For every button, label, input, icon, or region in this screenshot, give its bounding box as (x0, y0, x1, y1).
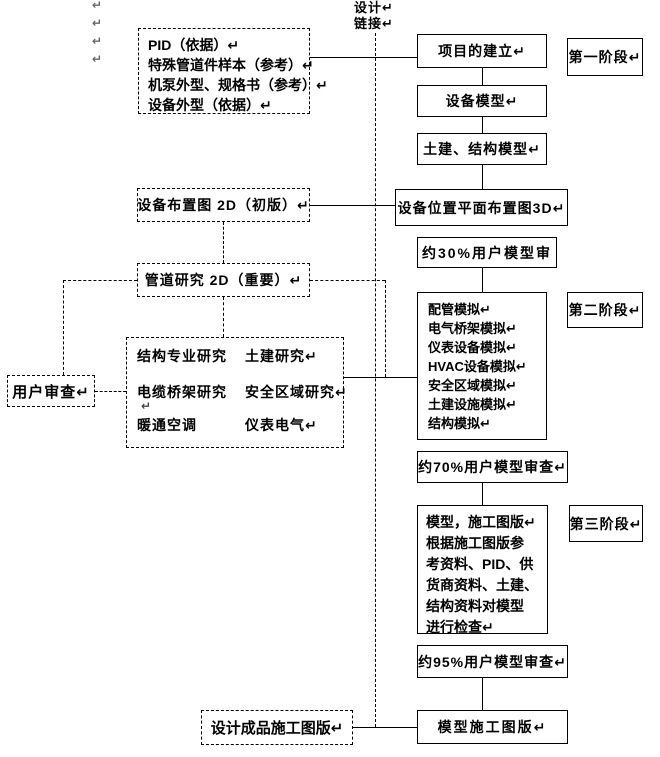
design-product-box: 设计成品施工图版↵ (201, 710, 353, 745)
review-30-label: 约30%用户模型审 (421, 244, 553, 261)
check-line-6: 进行检查↵ (426, 619, 494, 635)
piping-study-2d-label: 管道研究 2D（重要）↵ (144, 272, 303, 288)
connector-user-review-to-studies (95, 391, 126, 392)
check-line-2: 根据施工图版参 (426, 535, 524, 551)
study-civil-label: 土建研究↵ (245, 348, 318, 364)
stage-2-label: 第二阶段↵ (568, 302, 642, 318)
equip-layout-2d-label: 设备布置图 2D（初版）↵ (137, 197, 310, 213)
sim-instrument-label: 仪表设备模拟↵ (428, 340, 517, 355)
paragraph-mark-icon: ↵ (92, 0, 103, 12)
piping-study-2d-box: 管道研究 2D（重要）↵ (137, 263, 310, 297)
study-cable-tray-label: 电缆桥架研究 (137, 384, 227, 400)
equip-model-label: 设备模型↵ (445, 93, 519, 109)
studies-row-2: 电缆桥架研究 安全区域研究↵ (137, 382, 348, 402)
simulation-box: 配管模拟↵ 电气桥架模拟↵ 仪表设备模拟↵ HVAC设备模拟↵ 安全区域模拟↵ … (417, 292, 547, 440)
connector-equip-model-to-civil (482, 117, 483, 133)
user-review-box: 用户审查↵ (7, 375, 95, 407)
connector-design-product-to-model-construction (353, 727, 417, 728)
user-review-label: 用户审查↵ (12, 383, 90, 401)
review-95-box: 约95%用户模型审查↵ (417, 645, 568, 678)
project-setup-label: 项目的建立↵ (438, 43, 526, 59)
connector-piping-study-right-h (310, 280, 385, 281)
connector-piping-study-left-h (63, 280, 137, 281)
studies-box: 结构专业研究 土建研究↵ 电缆桥架研究 安全区域研究↵ ↵ 暖通空调 仪表电气↵ (126, 337, 347, 448)
study-instrument-electrical-label: 仪表电气↵ (245, 417, 318, 433)
input-line-pid: PID（依据）↵ (148, 37, 240, 53)
check-line-1: 模型，施工图版↵ (426, 514, 536, 530)
model-construction-box: 模型施工图版↵ (417, 710, 568, 744)
connector-review70-to-check (482, 483, 483, 505)
sim-piping-label: 配管模拟↵ (428, 302, 491, 317)
connector-layout2d-to-position3d (310, 205, 395, 206)
design-inputs-box: PID（依据）↵ 特殊管道件样本（参考）↵ 机泵外型、规格书（参考）↵ 设备外型… (138, 28, 328, 114)
equip-position-3d-box: 设备位置平面布置图3D↵ (395, 189, 568, 226)
design-link-label: 设计↵ 链接↵ (354, 0, 394, 31)
margin-paragraph-marks: ↵ ↵ ↵ ↵ (92, 0, 102, 68)
check-line-3: 考资料、PID、供 (426, 556, 534, 572)
connector-studies-to-simulation (344, 377, 417, 378)
studies-row-1: 结构专业研究 土建研究↵ (137, 346, 318, 366)
review-30-box: 约30%用户模型审 (417, 237, 557, 268)
project-setup-box: 项目的建立↵ (417, 34, 547, 68)
stage-1-box: 第一阶段↵ (567, 38, 643, 76)
stage-1-label: 第一阶段↵ (568, 49, 642, 65)
model-construction-label: 模型施工图版↵ (437, 719, 548, 735)
paragraph-mark-icon: ↵ (92, 52, 103, 66)
input-line-pump-spec: 机泵外型、规格书（参考）↵ (148, 77, 328, 93)
connector-project-to-equip-model (482, 68, 483, 85)
stage-3-box: 第三阶段↵ (569, 505, 643, 542)
studies-row-3: 暖通空调 仪表电气↵ (137, 415, 318, 435)
equip-position-3d-label: 设备位置平面布置图3D↵ (397, 199, 566, 216)
input-line-special-piping: 特殊管道件样本（参考）↵ (148, 57, 314, 73)
stage-2-box: 第二阶段↵ (567, 292, 643, 328)
study-hvac-label: 暖通空调 (137, 417, 197, 433)
sim-civil-facility-label: 土建设施模拟↵ (428, 397, 517, 412)
check-line-4: 货商资料、土建、 (426, 577, 538, 593)
sim-hvac-label: HVAC设备模拟↵ (428, 359, 527, 374)
civil-struct-model-label: 土建、结构模型↵ (423, 141, 541, 157)
stage-3-label: 第三阶段↵ (569, 515, 643, 532)
civil-struct-model-box: 土建、结构模型↵ (417, 133, 547, 165)
paragraph-mark-icon: ↵ (141, 399, 153, 413)
connector-piping-study-to-studies (223, 297, 224, 337)
model-check-box: 模型，施工图版↵ 根据施工图版参 考资料、PID、供 货商资料、土建、 结构资料… (417, 505, 548, 635)
design-link-dashed-line (375, 33, 376, 727)
paragraph-mark-icon: ↵ (92, 34, 103, 48)
check-line-5: 结构资料对模型 (426, 598, 524, 614)
connector-piping-study-right-v (385, 280, 386, 377)
review-70-label: 约70%用户模型审查↵ (418, 459, 567, 475)
connector-review95-to-model-construction (482, 678, 483, 710)
sim-cable-tray-label: 电气桥架模拟↵ (428, 321, 517, 336)
connector-inputs-to-project-setup (310, 57, 417, 58)
equip-model-box: 设备模型↵ (417, 85, 547, 117)
review-70-box: 约70%用户模型审查↵ (417, 451, 568, 483)
paragraph-mark-icon: ↵ (92, 16, 103, 30)
input-line-equipment-outline: 设备外型（依据）↵ (148, 97, 272, 113)
study-safety-area-label: 安全区域研究↵ (245, 384, 348, 400)
equip-layout-2d-box: 设备布置图 2D（初版）↵ (137, 188, 310, 222)
review-95-label: 约95%用户模型审查↵ (418, 653, 567, 670)
sim-structure-label: 结构模拟↵ (428, 416, 491, 431)
connector-layout2d-to-piping-study (223, 222, 224, 263)
design-product-label: 设计成品施工图版↵ (210, 720, 344, 737)
connector-piping-study-to-user-review (63, 280, 64, 375)
connector-review30-to-simulation (482, 268, 483, 292)
connector-civil-to-position3d (482, 165, 483, 189)
sim-safety-area-label: 安全区域模拟↵ (428, 378, 517, 393)
study-structure-label: 结构专业研究 (137, 348, 227, 364)
